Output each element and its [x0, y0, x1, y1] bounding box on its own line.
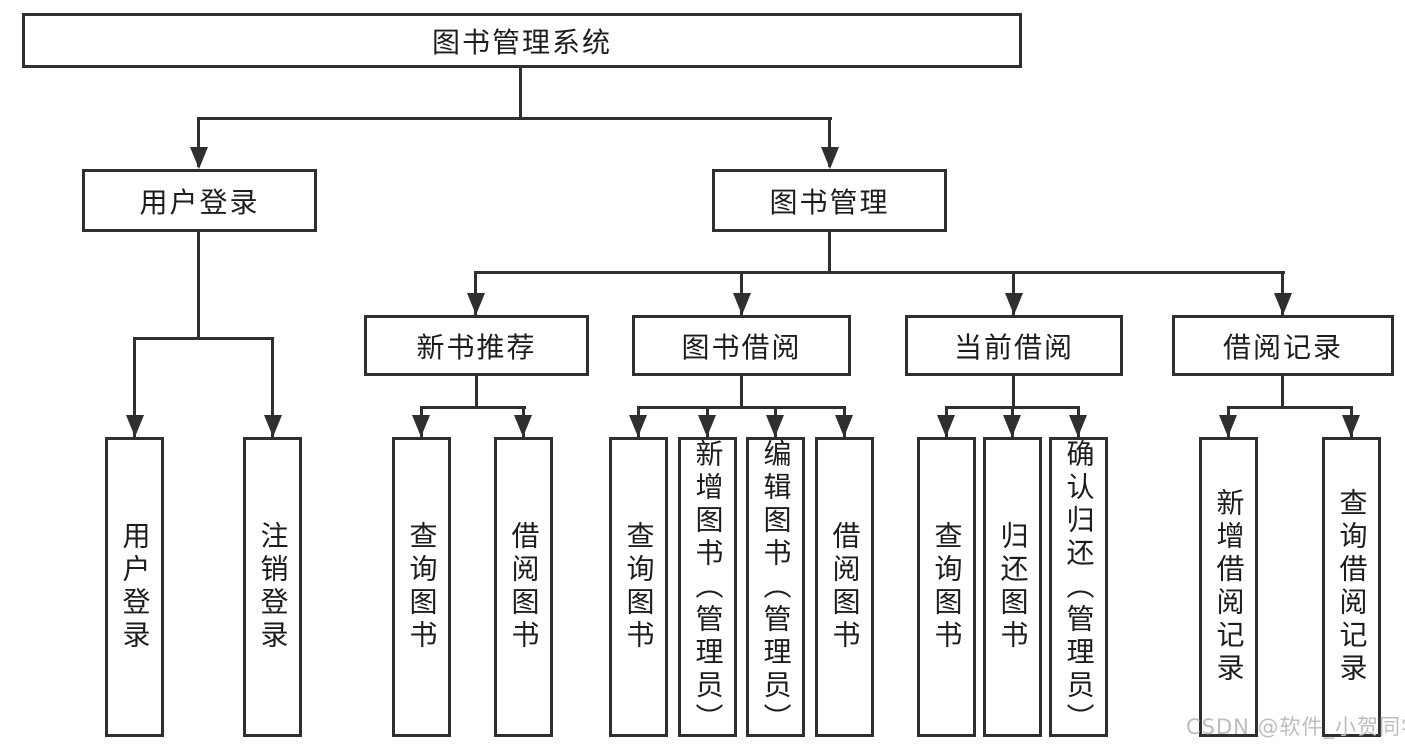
connector-root-stem [519, 68, 522, 118]
leaf-bor-edit-book-label: 编辑图书（管理员） [759, 438, 793, 736]
connector-rec-stem [475, 376, 478, 408]
leaf-rec-query-book: 查询图书 [392, 437, 451, 737]
connector-login-branch [133, 337, 274, 340]
leaf-bor-edit-book: 编辑图书（管理员） [746, 437, 805, 737]
leaf-cur-return-book: 归还图书 [983, 437, 1042, 737]
leaf-bor-query-book: 查询图书 [609, 437, 668, 737]
leaf-rec-query-book-label: 查询图书 [405, 521, 439, 653]
leaf-user-login: 用户登录 [105, 437, 164, 737]
node-book-manage: 图书管理 [712, 169, 947, 232]
arrow-down-icon [629, 415, 647, 437]
connector-drop-login [197, 117, 200, 167]
arrow-down-icon [412, 415, 430, 437]
node-borrow-records-label: 借阅记录 [1222, 330, 1343, 364]
leaf-bor-add-book-label: 新增图书（管理员） [691, 438, 725, 736]
connector-borrow-branch [637, 406, 846, 409]
leaf-bor-borrow-book: 借阅图书 [815, 437, 874, 737]
connector-records-stem [1281, 376, 1284, 408]
leaf-cur-query-book: 查询图书 [917, 437, 976, 737]
node-book-borrow-label: 图书借阅 [681, 330, 802, 364]
leaf-rcd-query-record: 查询借阅记录 [1322, 437, 1381, 737]
leaf-cur-confirm-return: 确认归还（管理员） [1049, 437, 1108, 737]
node-user-login-label: 用户登录 [139, 185, 260, 219]
connector-drop-leaf-login [133, 337, 136, 437]
node-book-borrow: 图书借阅 [632, 315, 851, 376]
connector-login-stem [197, 232, 200, 337]
arrow-down-icon [733, 293, 751, 315]
connector-borrow-stem [740, 376, 743, 408]
arrow-down-icon [937, 415, 955, 437]
leaf-user-login-label: 用户登录 [118, 521, 152, 653]
leaf-rec-borrow-book-label: 借阅图书 [507, 521, 541, 653]
node-root-label: 图书管理系统 [431, 25, 612, 59]
leaf-cur-return-book-label: 归还图书 [996, 521, 1030, 653]
arrow-down-icon [514, 415, 532, 437]
leaf-bor-query-book-label: 查询图书 [622, 521, 656, 653]
arrow-down-icon [835, 415, 853, 437]
connector-manage-stem [828, 232, 831, 272]
connector-l3-branch [474, 271, 1285, 274]
connector-records-branch [1227, 406, 1353, 409]
arrow-down-icon [1069, 415, 1087, 437]
node-new-book-rec: 新书推荐 [364, 315, 589, 376]
node-book-manage-label: 图书管理 [769, 185, 890, 219]
connector-rec-branch [420, 406, 526, 409]
arrow-down-icon [264, 415, 282, 437]
node-user-login: 用户登录 [82, 169, 317, 232]
arrow-down-icon [1005, 293, 1023, 315]
node-borrow-records: 借阅记录 [1172, 315, 1394, 376]
arrow-down-icon [821, 147, 839, 169]
leaf-rec-borrow-book: 借阅图书 [494, 437, 553, 737]
arrow-down-icon [698, 415, 716, 437]
arrow-down-icon [1342, 415, 1360, 437]
csdn-watermark: CSDN @软件_小贺同学 [1186, 715, 1405, 739]
connector-current-stem [1012, 376, 1015, 408]
node-current-borrow: 当前借阅 [905, 315, 1123, 376]
connector-drop-manage [828, 117, 831, 167]
connector-l2-branch [197, 117, 832, 120]
leaf-rcd-add-record-label: 新增借阅记录 [1212, 488, 1246, 686]
leaf-rcd-query-record-label: 查询借阅记录 [1335, 488, 1369, 686]
leaf-bor-borrow-book-label: 借阅图书 [828, 521, 862, 653]
connector-drop-leaf-logout [271, 337, 274, 437]
leaf-rcd-add-record: 新增借阅记录 [1199, 437, 1258, 737]
arrow-down-icon [1003, 415, 1021, 437]
node-current-borrow-label: 当前借阅 [953, 330, 1074, 364]
arrow-down-icon [467, 293, 485, 315]
leaf-cur-query-book-label: 查询图书 [930, 521, 964, 653]
node-new-book-rec-label: 新书推荐 [416, 330, 537, 364]
arrow-down-icon [1274, 293, 1292, 315]
leaf-cur-confirm-return-label: 确认归还（管理员） [1062, 438, 1096, 736]
arrow-down-icon [766, 415, 784, 437]
arrow-down-icon [190, 147, 208, 169]
arrow-down-icon [1219, 415, 1237, 437]
arrow-down-icon [126, 415, 144, 437]
leaf-logout: 注销登录 [243, 437, 302, 737]
node-root: 图书管理系统 [22, 13, 1022, 68]
leaf-bor-add-book: 新增图书（管理员） [678, 437, 737, 737]
leaf-logout-label: 注销登录 [256, 521, 290, 653]
